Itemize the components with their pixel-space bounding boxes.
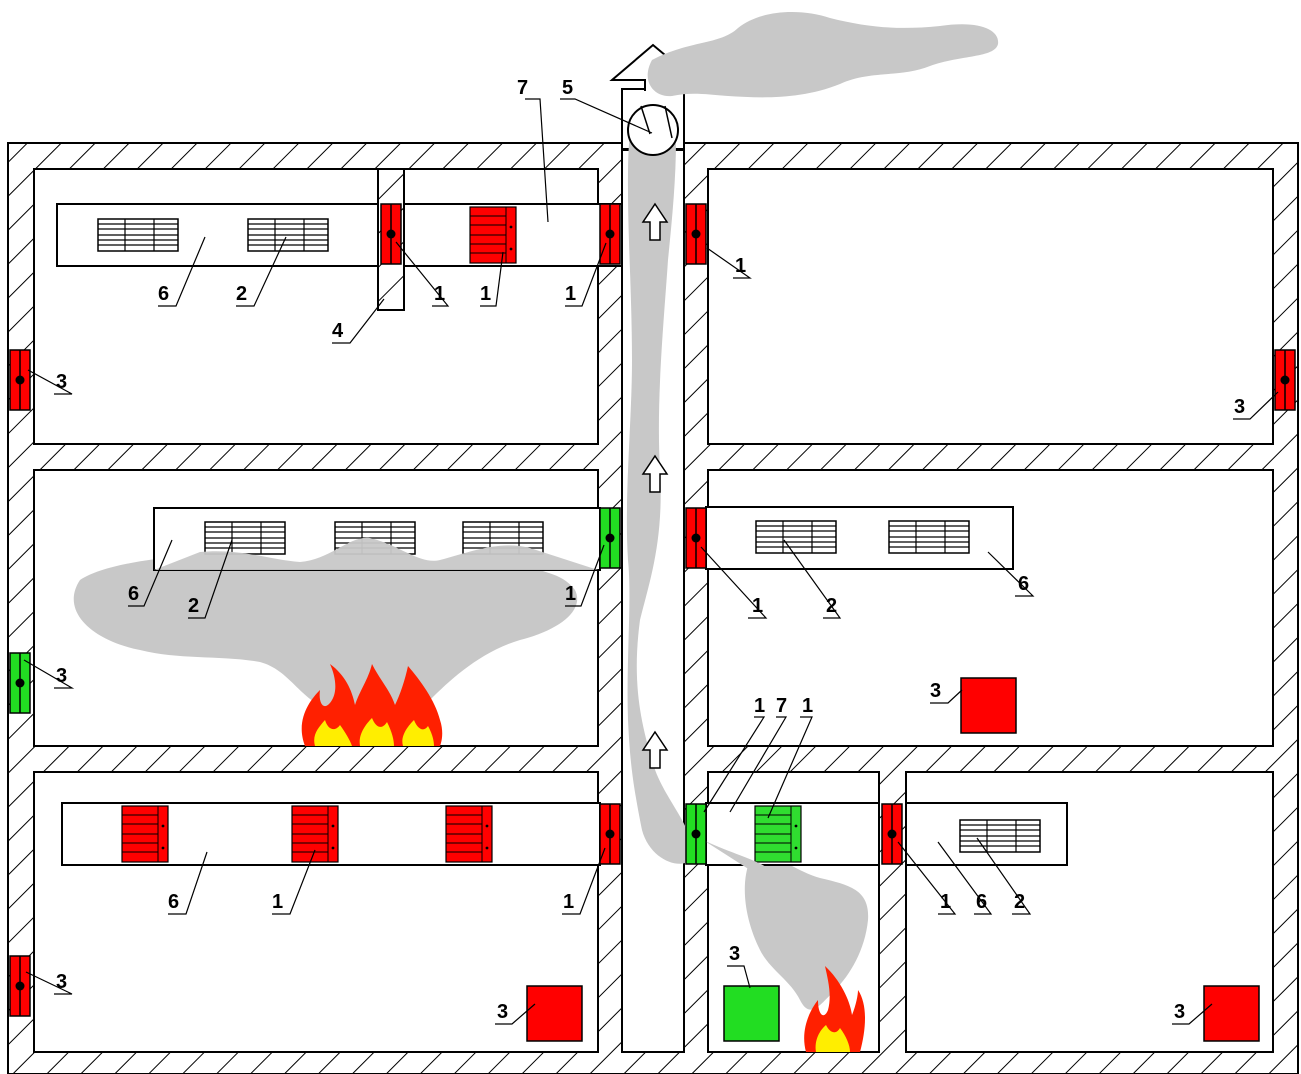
flame-icon <box>301 664 443 746</box>
flame-icon <box>815 1025 850 1052</box>
louver-damper-icon <box>121 805 169 863</box>
supply-valve-icon <box>960 677 1017 734</box>
flame-icon <box>314 718 434 746</box>
supply-valve-icon <box>723 985 780 1042</box>
louver-damper-icon <box>445 805 493 863</box>
fire-floor1-right <box>804 966 865 1052</box>
label-3: 3 <box>729 943 740 965</box>
supply-valve-icon <box>9 955 31 1017</box>
louver-damper-icon <box>291 805 339 863</box>
leader-lines <box>23 98 1279 1025</box>
label-4: 4 <box>332 320 344 342</box>
fire-damper-icon <box>881 803 903 865</box>
label-2: 2 <box>236 283 247 305</box>
exhaust-fan-icon <box>627 104 679 156</box>
louver-damper-icon <box>754 805 802 863</box>
fire-damper-icon <box>685 203 707 265</box>
label-3: 3 <box>1234 396 1245 418</box>
duct-room-top-left <box>56 203 623 267</box>
label-7: 7 <box>517 77 528 99</box>
grille-icon <box>755 520 837 554</box>
label-1: 1 <box>735 255 746 277</box>
label-1: 1 <box>272 891 283 913</box>
label-3: 3 <box>56 971 67 993</box>
fire-damper-icon <box>380 203 402 265</box>
label-2: 2 <box>188 595 199 617</box>
label-1: 1 <box>434 283 445 305</box>
label-2: 2 <box>1014 891 1025 913</box>
grille-icon <box>247 218 329 252</box>
fire-damper-icon <box>685 507 707 569</box>
label-7: 7 <box>776 695 787 717</box>
louver-damper-icon <box>469 206 517 264</box>
callout-labels: 7 5 6 2 4 1 1 1 1 3 3 6 2 1 1 2 6 3 3 1 … <box>56 77 1245 1023</box>
label-6: 6 <box>128 583 139 605</box>
duct-floor1-left <box>61 802 601 866</box>
label-1: 1 <box>563 891 574 913</box>
label-1: 1 <box>565 583 576 605</box>
air-supply-valves <box>9 349 1296 1042</box>
fire-damper-icon <box>599 507 621 569</box>
grille-icon <box>959 819 1041 853</box>
supply-valve-icon <box>526 985 583 1042</box>
supply-valve-icon <box>1274 349 1296 411</box>
supply-valve-icon <box>1203 985 1260 1042</box>
smoke-plume-floor1-right <box>744 853 869 1010</box>
duct-floor2-right <box>705 506 1014 570</box>
label-1: 1 <box>940 891 951 913</box>
smoke-plume-floor2 <box>73 529 578 717</box>
grille-icon <box>97 218 179 252</box>
grille-icon <box>888 520 970 554</box>
grille-icon <box>204 521 286 555</box>
smoke-plume-outside <box>647 12 999 98</box>
label-6: 6 <box>976 891 987 913</box>
label-6: 6 <box>1018 573 1029 595</box>
fire-damper-icon <box>685 803 707 865</box>
label-3: 3 <box>930 680 941 702</box>
label-1: 1 <box>480 283 491 305</box>
label-6: 6 <box>168 891 179 913</box>
label-1: 1 <box>565 283 576 305</box>
label-3: 3 <box>56 665 67 687</box>
label-6: 6 <box>158 283 169 305</box>
label-5: 5 <box>562 77 573 99</box>
label-3: 3 <box>56 371 67 393</box>
label-1: 1 <box>802 695 813 717</box>
label-3: 3 <box>1174 1001 1185 1023</box>
fire-floor2 <box>301 664 443 746</box>
fire-damper-icon <box>599 803 621 865</box>
supply-valve-icon <box>9 349 31 411</box>
flame-icon <box>804 966 865 1052</box>
label-2: 2 <box>826 595 837 617</box>
label-1: 1 <box>754 695 765 717</box>
fire-damper-icon <box>599 203 621 265</box>
label-3: 3 <box>497 1001 508 1023</box>
label-1: 1 <box>752 595 763 617</box>
